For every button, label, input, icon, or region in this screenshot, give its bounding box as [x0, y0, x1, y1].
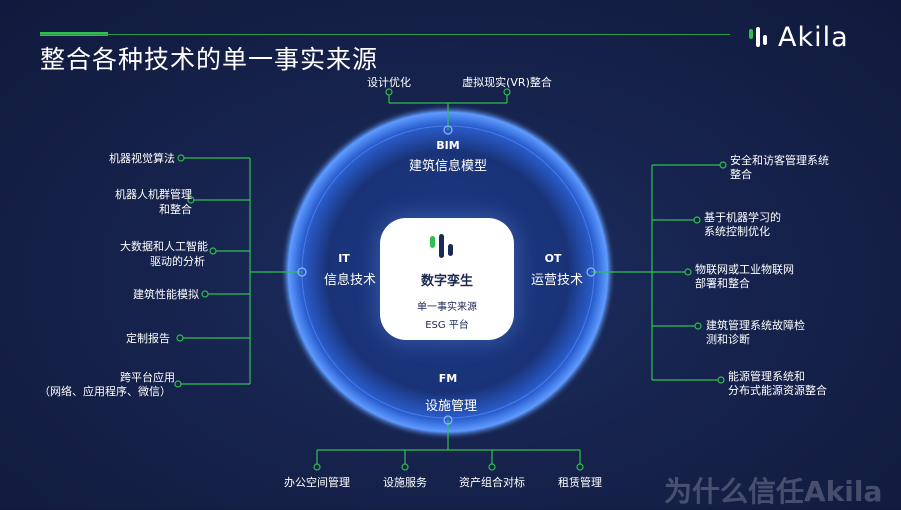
- core-subtitle-1: 单一事实来源: [417, 302, 477, 313]
- brand-name: Akila: [778, 21, 849, 53]
- connector-nodes: [174, 88, 727, 471]
- it-item: 定制报告: [126, 332, 170, 345]
- bim-item: 设计优化: [367, 76, 411, 89]
- it-item: 机器视觉算法: [109, 152, 175, 165]
- it-item-line2: （网络、应用程序、微信）: [39, 385, 171, 398]
- ot-name: 运营技术: [530, 273, 584, 288]
- it-item: 建筑性能模拟: [133, 288, 199, 301]
- it-item: 跨平台应用: [120, 371, 175, 384]
- ot-item: 能源管理系统和: [728, 370, 805, 383]
- ot-item-line2: 整合: [730, 168, 752, 181]
- bim-name: 建筑信息模型: [408, 159, 488, 174]
- bim-abbr: BIM: [436, 139, 460, 152]
- ot-abbr: OT: [544, 252, 562, 265]
- page-title: 整合各种技术的单一事实来源: [40, 45, 379, 74]
- ot-item-line2: 部署和整合: [695, 277, 750, 290]
- ot-item: 物联网或工业物联网: [695, 263, 794, 276]
- it-abbr: IT: [338, 252, 350, 265]
- brand-logo: Akila: [748, 21, 849, 53]
- it-item-line2: 驱动的分析: [150, 255, 205, 268]
- title-underline: [40, 34, 730, 35]
- it-item-line2: 和整合: [159, 203, 192, 216]
- hub-nodes: [297, 125, 596, 425]
- it-item: 机器人机群管理: [115, 188, 192, 201]
- core-subtitle-2: ESG 平台: [425, 320, 469, 331]
- digital-twin-core: 数字孪生 单一事实来源 ESG 平台: [380, 218, 514, 340]
- core-title: 数字孪生: [420, 274, 473, 289]
- fm-abbr: FM: [438, 372, 458, 385]
- fm-item: 资产组合对标: [459, 476, 525, 489]
- watermark: 为什么信任Akila: [664, 475, 883, 508]
- ot-item: 基于机器学习的: [704, 211, 781, 224]
- akila-bars-icon: [430, 234, 453, 258]
- akila-bars-icon: [749, 27, 767, 47]
- ot-item-line2: 测和诊断: [706, 333, 750, 346]
- ot-item-line2: 系统控制优化: [704, 225, 770, 238]
- ot-item: 建筑管理系统故障检: [706, 319, 805, 332]
- fm-item: 办公空间管理: [284, 476, 350, 489]
- connector-lines: [178, 92, 723, 467]
- ot-item: 安全和访客管理系统: [730, 154, 829, 167]
- fm-item: 设施服务: [383, 476, 427, 489]
- it-name: 信息技术: [323, 273, 377, 288]
- fm-name: 设施管理: [424, 399, 478, 414]
- ot-item-line2: 分布式能源资源整合: [728, 384, 827, 397]
- it-item: 大数据和人工智能: [120, 240, 208, 253]
- bim-item: 虚拟现实(VR)整合: [462, 76, 552, 89]
- fm-item: 租赁管理: [558, 476, 602, 489]
